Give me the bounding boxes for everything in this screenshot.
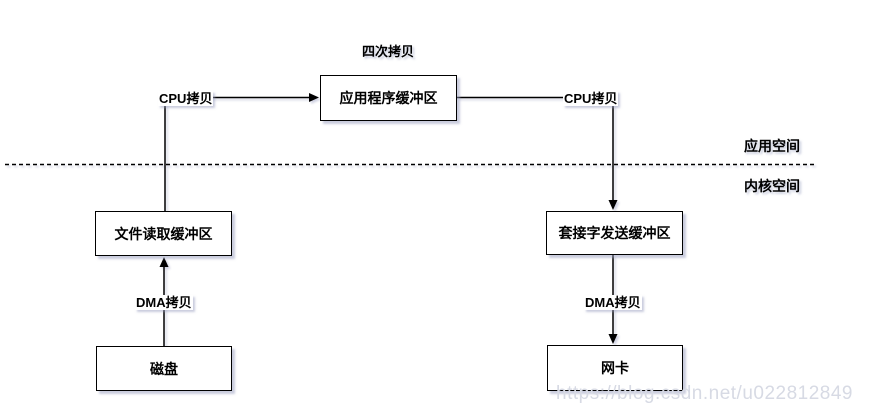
node-file-read-buffer: 文件读取缓冲区 bbox=[95, 211, 232, 256]
edge-label-cpu-copy-left: CPU拷贝 bbox=[158, 91, 214, 106]
diagram-title: 四次拷贝 bbox=[361, 44, 414, 59]
edge-file-buffer-to-app-buffer bbox=[164, 96, 309, 211]
node-disk-label: 磁盘 bbox=[150, 360, 178, 377]
node-app-buffer-label: 应用程序缓冲区 bbox=[339, 90, 438, 106]
edge-app-buffer-to-socket-buffer bbox=[457, 96, 614, 200]
edge-label-cpu-copy-right: CPU拷贝 bbox=[563, 91, 619, 106]
kernel-space-label: 内核空间 bbox=[744, 178, 800, 194]
node-disk: 磁盘 bbox=[96, 346, 232, 391]
node-nic-label: 网卡 bbox=[601, 360, 629, 376]
arrowhead-into-app-buffer bbox=[309, 93, 319, 102]
arrowhead-into-file-buffer bbox=[159, 257, 169, 267]
watermark-url: https://blog.csdn.net/u022812849 bbox=[556, 383, 854, 404]
arrowhead-into-nic bbox=[608, 334, 618, 344]
arrowhead-into-socket-buffer bbox=[608, 200, 618, 210]
user-space-label: 应用空间 bbox=[744, 138, 800, 154]
node-file-read-buffer-label: 文件读取缓冲区 bbox=[114, 225, 213, 242]
node-nic: 网卡 bbox=[547, 345, 683, 391]
edge-label-dma-copy-left: DMA拷贝 bbox=[135, 295, 193, 310]
node-socket-send-buffer: 套接字发送缓冲区 bbox=[546, 211, 683, 255]
edge-label-dma-copy-right: DMA拷贝 bbox=[584, 295, 642, 310]
node-app-buffer: 应用程序缓冲区 bbox=[320, 75, 457, 121]
node-socket-send-buffer-label: 套接字发送缓冲区 bbox=[558, 225, 671, 241]
